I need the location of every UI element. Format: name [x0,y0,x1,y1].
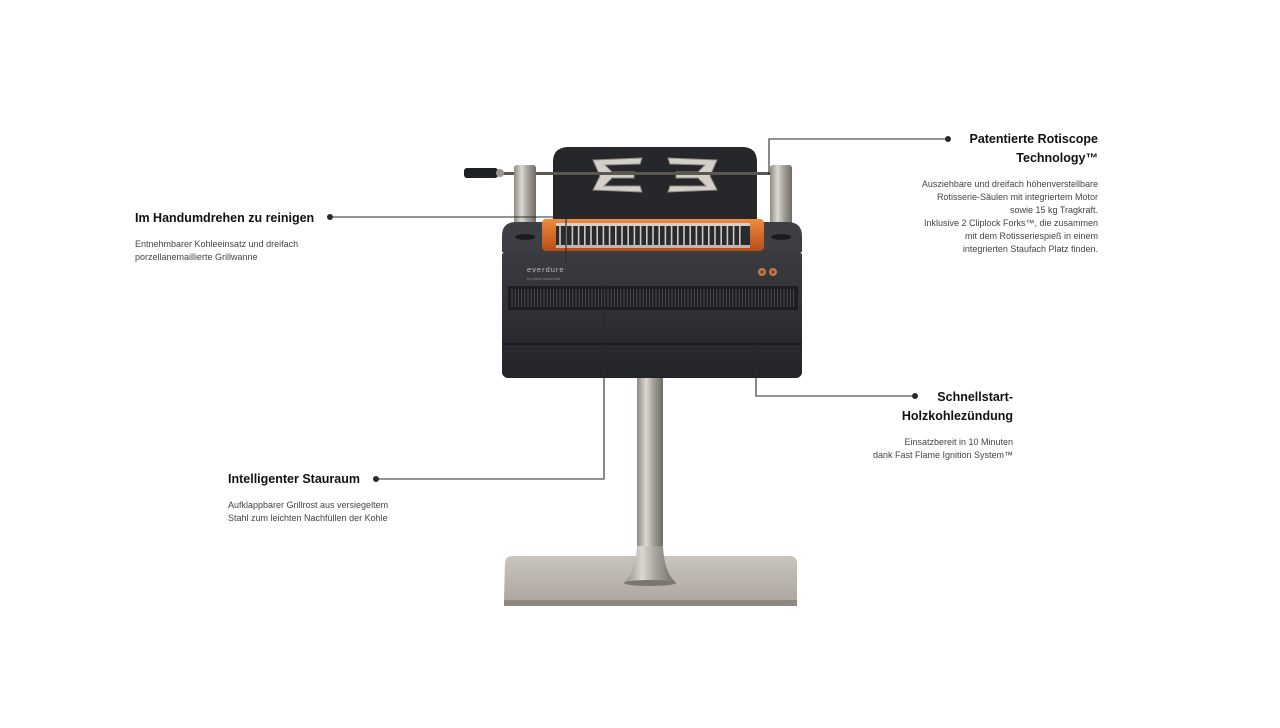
pedestal [624,378,676,586]
callout-ignition-line: dank Fast Flame Ignition System™ [872,450,1013,460]
callout-clean-title: Im Handumdrehen zu reinigen [135,211,315,225]
callout-rotisserie-line: Rotisserie-Säulen mit integriertem Motor [936,192,1098,202]
leader-dot-ignition [912,393,918,399]
leader-clean [330,216,567,262]
callout-clean-text: Entnehmbarer Kohleeinsatz und dreifach p… [135,238,365,264]
leader-dot-rotisserie [945,136,951,142]
callout-ignition-title-line: Holzkohlezündung [901,409,1013,423]
grill-grate [559,226,741,246]
callout-clean-line: Entnehmbarer Kohleeinsatz und dreifach [135,239,299,249]
callout-rotisserie-title-line: Patentierte Rotiscope [969,132,1098,146]
callout-ignition-title: Schnellstart- Holzkohlezündung [790,388,1013,426]
callout-rotisserie-line: Inklusive 2 Cliplock Forks™, die zusamme… [923,218,1098,228]
callout-storage-text: Aufklappbarer Grillrost aus versiegeltem… [228,499,458,525]
callout-storage: Intelligenter Stauraum Aufklappbarer Gri… [228,470,458,525]
grill-body [502,219,802,378]
callout-clean-line: porzellanemaillierte Grillwanne [135,252,258,262]
callout-storage-title: Intelligenter Stauraum [228,472,360,486]
brand-logo: everdure [527,265,565,274]
leader-ignition [755,322,915,397]
leader-rotisserie [768,138,948,175]
callout-rotisserie-line: sowie 15 kg Tragkraft. [1009,205,1098,215]
brand-logo-subtext: by heston blumenthal [527,277,560,281]
callout-storage-line: Aufklappbarer Grillrost aus versiegeltem [228,500,389,510]
callout-rotisserie-line: mit dem Rotisseriespieß in einem [964,231,1098,241]
leader-dot-clean [327,214,333,220]
callout-rotisserie-line: integrierten Staufach Platz finden. [962,244,1098,254]
callout-clean: Im Handumdrehen zu reinigen Entnehmbarer… [135,209,365,264]
callout-rotisserie-title-line: Technology™ [1016,151,1098,165]
back-panel [553,147,757,228]
callout-ignition-line: Einsatzbereit in 10 Minuten [904,437,1013,447]
callout-storage-line: Stahl zum leichten Nachfüllen der Kohle [228,513,388,523]
callout-rotisserie-line: Ausziehbare und dreifach höhenverstellba… [921,179,1098,189]
callout-ignition-title-line: Schnellstart- [937,390,1013,404]
leader-dot-storage [373,476,379,482]
callout-rotisserie-text: Ausziehbare und dreifach höhenverstellba… [850,178,1098,256]
leader-storage [376,284,605,480]
callout-ignition: Schnellstart- Holzkohlezündung Einsatzbe… [790,388,1013,462]
callout-leader-lines [330,138,948,480]
rotisserie-spit [464,168,784,178]
callout-ignition-text: Einsatzbereit in 10 Minuten dank Fast Fl… [790,436,1013,462]
callout-rotisserie: Patentierte Rotiscope Technology™ Auszie… [850,130,1098,256]
callout-rotisserie-title: Patentierte Rotiscope Technology™ [850,130,1098,168]
